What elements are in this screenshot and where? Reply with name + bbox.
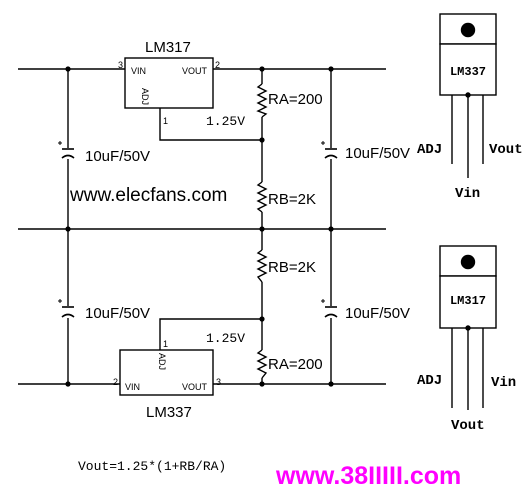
top-ic-name: LM317 (145, 39, 191, 56)
bottom-resistor-rb-label: RB=2K (268, 259, 316, 276)
package-top-drawing (439, 13, 497, 178)
output-voltage-formula: Vout=1.25*(1+RB/RA) (78, 459, 227, 474)
top-resistor-rb-label: RB=2K (268, 191, 316, 208)
bottom-ref-voltage: 1.25V (206, 331, 246, 346)
top-pin-vout-label: VOUT (182, 66, 208, 76)
bottom-resistor-ra (256, 349, 268, 379)
watermark-text: www.elecfans.com (70, 185, 228, 206)
package-bottom-pin-left: ADJ (417, 373, 443, 389)
bottom-pin-vout-label: VOUT (182, 382, 208, 392)
bottom-pin-vin-label: VIN (125, 382, 141, 392)
bottom-left-capacitor (61, 306, 75, 318)
brand-watermark: www.38IIIII.com (276, 462, 462, 490)
top-cap-in-label: 10uF/50V (85, 148, 151, 165)
top-resistor-ra (256, 83, 268, 118)
top-pin-vin-number: 3 (118, 60, 124, 70)
top-resistor-rb (256, 181, 268, 213)
top-right-capacitor (324, 148, 338, 159)
top-pin-vin-label: VIN (131, 66, 147, 76)
top-adj-wire (159, 108, 262, 141)
top-pin-adj-number: 1 (163, 116, 169, 126)
package-bottom-pin-center: Vout (451, 418, 485, 434)
package-top-label: LM337 (449, 65, 486, 79)
top-pin-adj-label: ADJ (140, 88, 150, 106)
top-left-capacitor (61, 148, 75, 159)
bottom-pin-vin-number: 2 (113, 377, 119, 387)
bottom-resistor-ra-label: RA=200 (268, 356, 323, 373)
package-top-pin-right: Vout (489, 142, 523, 158)
bottom-cap-in-label: 10uF/50V (85, 305, 151, 322)
package-bottom-pin-right: Vin (491, 375, 517, 391)
bottom-adj-wire (159, 318, 262, 350)
top-resistor-ra-label: RA=200 (268, 91, 323, 108)
bottom-pin-adj-label: ADJ (157, 353, 167, 371)
bottom-pin-vout-number: 3 (216, 377, 222, 387)
bottom-right-capacitor (324, 306, 338, 318)
package-top-pin-left: ADJ (417, 142, 443, 158)
bottom-regulator-body (119, 349, 214, 396)
top-ref-voltage: 1.25V (206, 114, 246, 129)
top-cap-out-label: 10uF/50V (345, 145, 411, 162)
bottom-cap-out-label: 10uF/50V (345, 305, 411, 322)
package-bottom-drawing (439, 245, 497, 410)
package-bottom-label: LM317 (449, 294, 486, 308)
bottom-pin-adj-number: 1 (163, 339, 169, 349)
bottom-ic-name: LM337 (146, 404, 192, 421)
package-top-pin-center: Vin (455, 186, 481, 202)
top-pin-vout-number: 2 (215, 60, 221, 70)
bottom-resistor-rb (256, 249, 268, 283)
junction-dots (65, 66, 334, 387)
top-regulator-body (124, 57, 214, 109)
